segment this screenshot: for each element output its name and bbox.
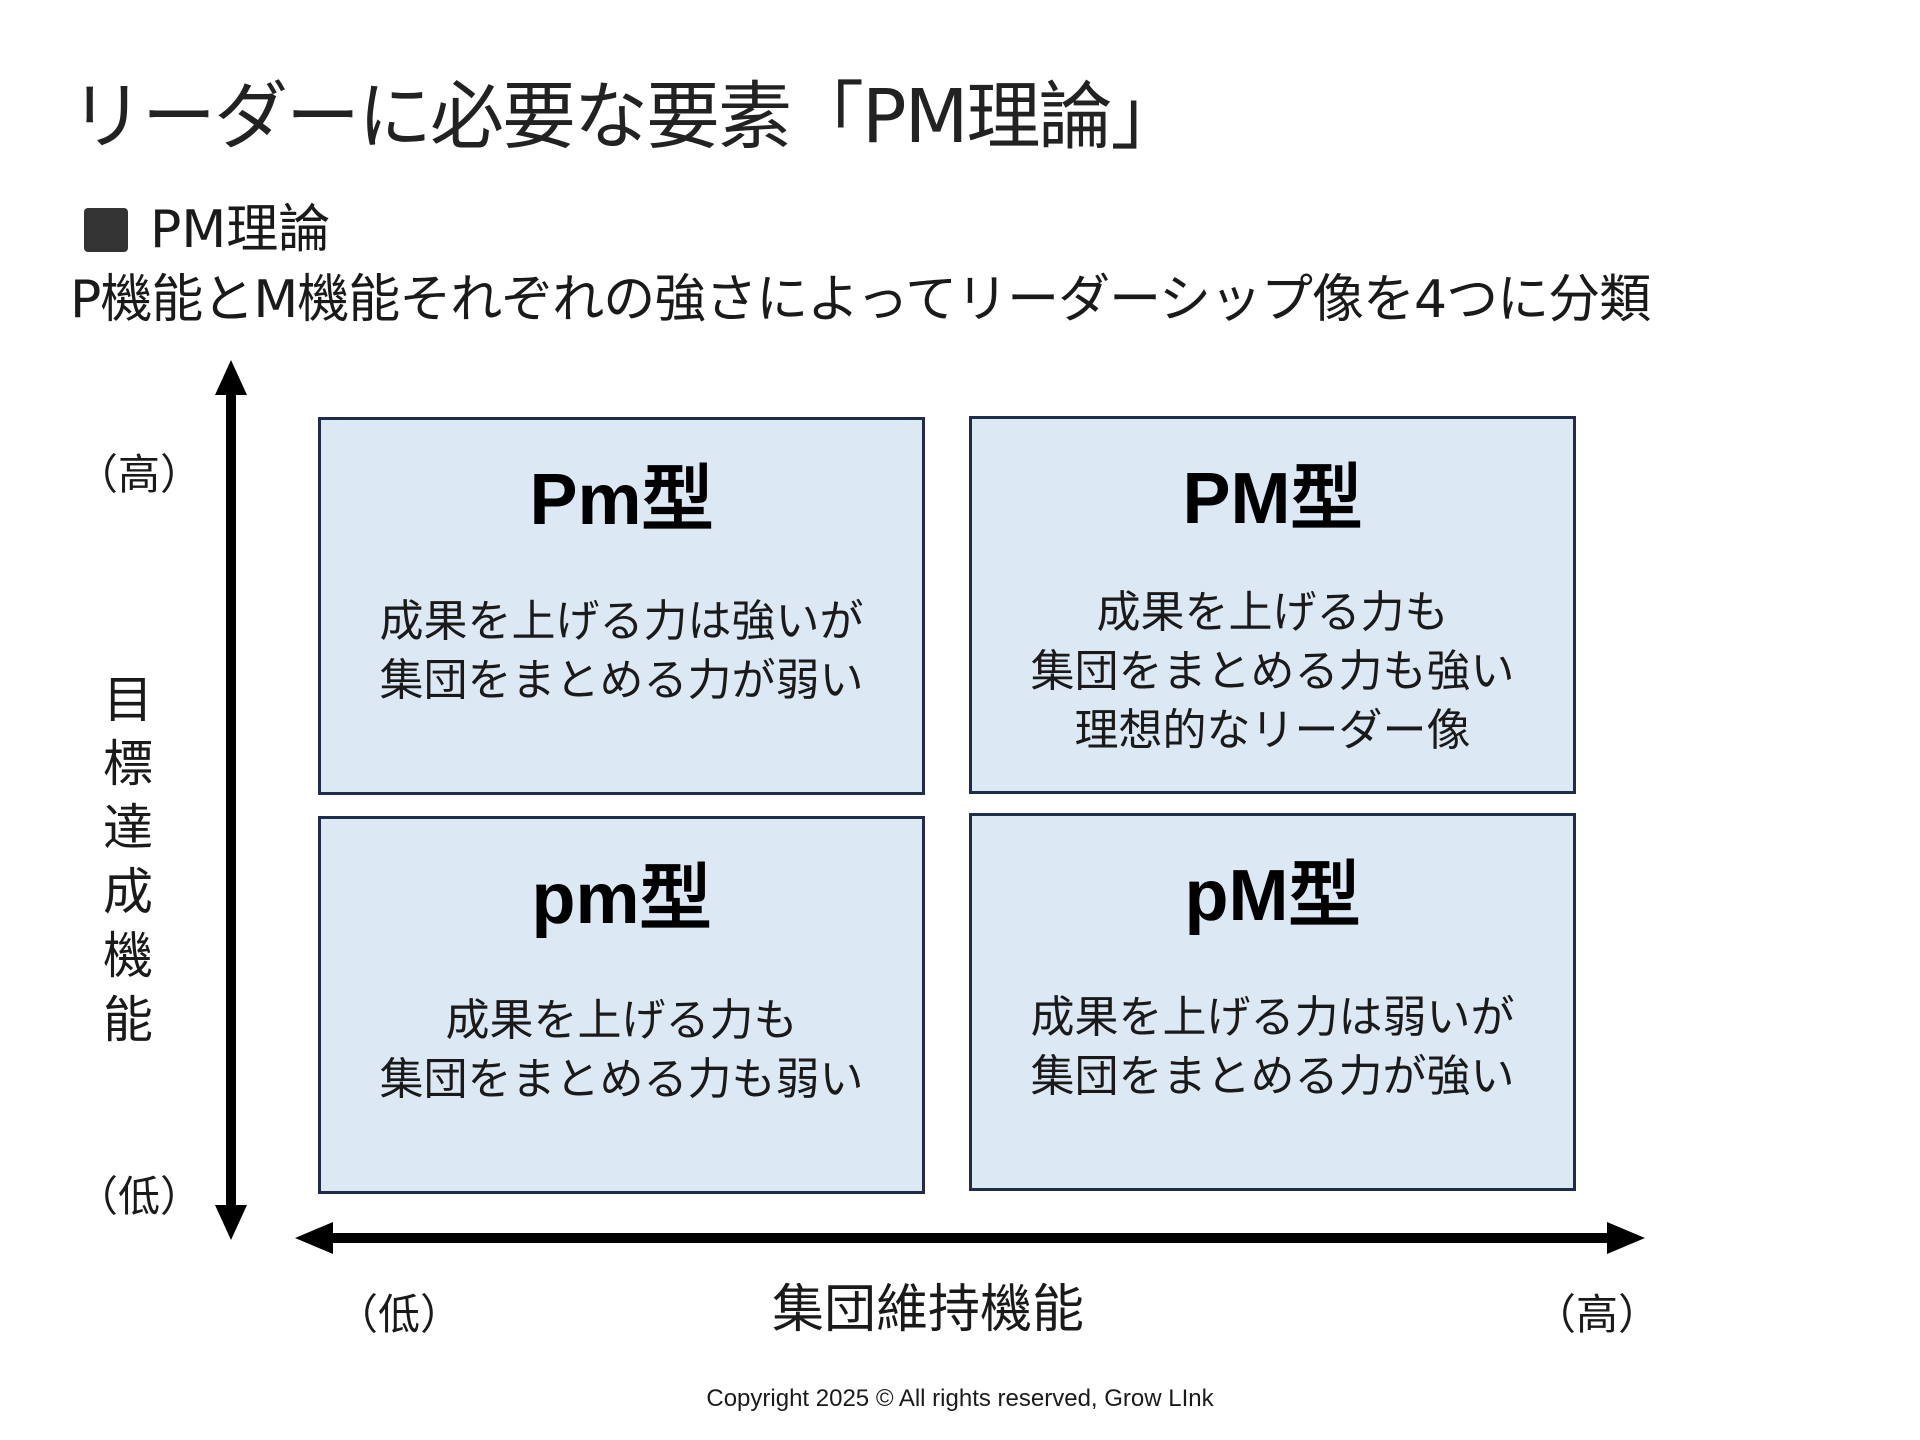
y-axis-high-label: （高）: [76, 450, 203, 499]
quadrant-title: pm型: [531, 859, 712, 939]
quadrant-description: 成果を上げる力も 集団をまとめる力も弱い: [321, 991, 922, 1109]
copyright-footer: Copyright 2025 © All rights reserved, Gr…: [706, 1385, 1214, 1412]
description-line: 集団をまとめる力が弱い: [379, 655, 864, 706]
bullet-square-icon: [84, 208, 128, 252]
description-line: 理想的なリーダー像: [1074, 705, 1471, 756]
section-description: P機能とM機能それぞれの強さによってリーダーシップ像を4つに分類: [70, 270, 1651, 330]
quadrant-title: PM型: [1182, 459, 1363, 539]
description-line: 集団をまとめる力も強い: [1030, 646, 1515, 697]
y-axis-label-text: 目標達成機能: [100, 668, 156, 1052]
y-axis-label-char: 達: [103, 799, 153, 857]
y-axis-label-char: 標: [103, 735, 153, 793]
description-line: 集団をまとめる力も弱い: [379, 1054, 864, 1105]
quadrant-title: Pm型: [529, 460, 714, 540]
y-axis-label-char: 機: [103, 927, 153, 985]
description-line: 成果を上げる力も: [1096, 587, 1449, 638]
x-axis-low-label: （低）: [336, 1290, 463, 1339]
section-heading-text: PM理論: [150, 200, 331, 260]
quadrant-pM: pM型 成果を上げる力は弱いが 集団をまとめる力が強い: [969, 813, 1576, 1191]
description-line: 成果を上げる力も: [445, 995, 798, 1046]
y-axis-label-char: 目: [103, 671, 153, 729]
x-axis-arrow: [295, 1222, 1645, 1254]
quadrant-description: 成果を上げる力は強いが 集団をまとめる力が弱い: [321, 592, 922, 710]
quadrant-pm: pm型 成果を上げる力も 集団をまとめる力も弱い: [318, 816, 925, 1194]
y-axis-label-char: 能: [103, 991, 153, 1049]
description-line: 集団をまとめる力が強い: [1030, 1051, 1515, 1102]
y-axis-label-char: 成: [103, 863, 153, 921]
y-axis-low-label: （低）: [76, 1172, 203, 1221]
x-axis-high-label: （高）: [1534, 1290, 1661, 1339]
quadrant-description: 成果を上げる力は弱いが 集団をまとめる力が強い: [972, 988, 1573, 1106]
quadrant-description: 成果を上げる力も 集団をまとめる力も強い 理想的なリーダー像: [972, 583, 1573, 760]
y-axis-label: 目標達成機能: [100, 668, 156, 1052]
description-line: 成果を上げる力は弱いが: [1030, 992, 1515, 1043]
page-title: リーダーに必要な要素「PM理論」: [70, 74, 1184, 160]
x-axis-label: 集団維持機能: [771, 1280, 1084, 1340]
quadrant-pm-high-p: Pm型 成果を上げる力は強いが 集団をまとめる力が弱い: [318, 417, 925, 795]
description-line: 成果を上げる力は強いが: [379, 596, 864, 647]
quadrant-title: pM型: [1184, 856, 1361, 936]
section-heading: PM理論: [84, 200, 330, 260]
y-axis-arrow: [215, 360, 247, 1240]
quadrant-PM: PM型 成果を上げる力も 集団をまとめる力も強い 理想的なリーダー像: [969, 416, 1576, 794]
